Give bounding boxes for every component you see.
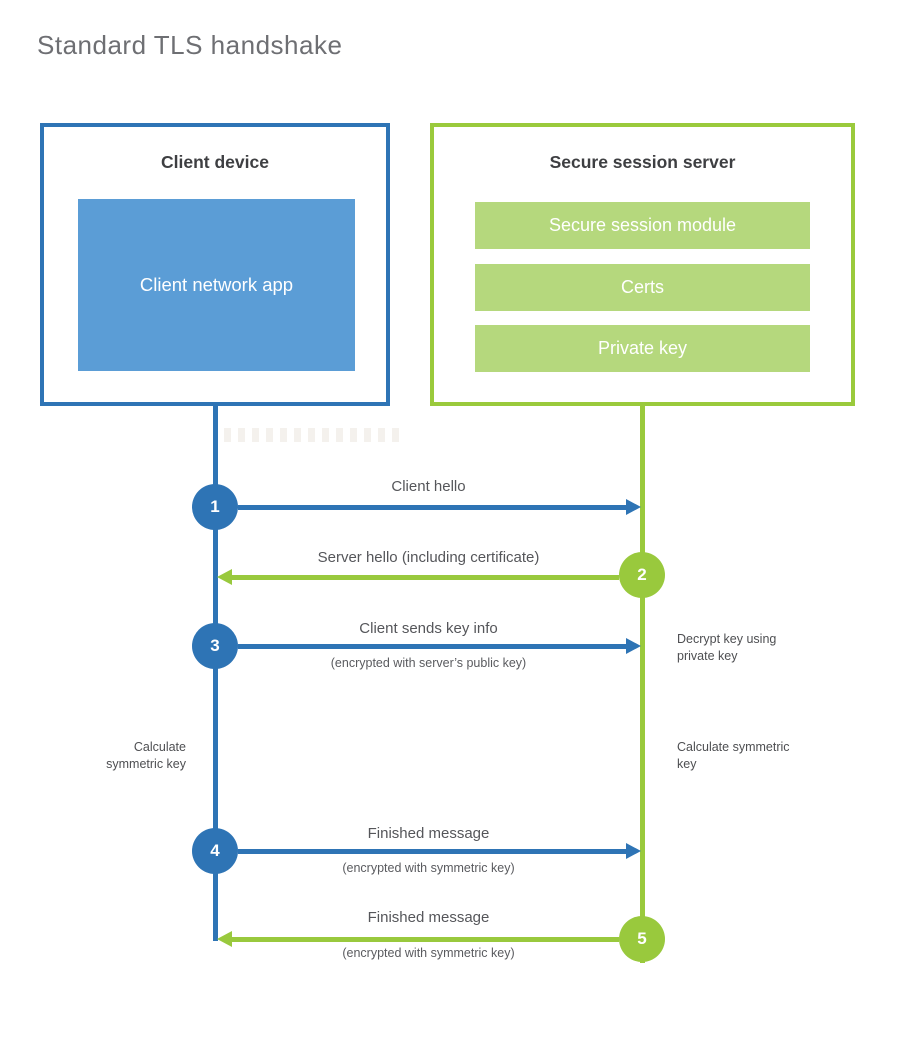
step1-label: Client hello <box>391 478 466 495</box>
step3-arrowhead-right-icon <box>626 638 641 654</box>
step1-arrowhead-right-icon <box>626 499 641 515</box>
client-device-title: Client device <box>161 152 269 172</box>
step2-label: Server hello (including certificate) <box>317 549 540 566</box>
note-decrypt-key: Decrypt key using private key <box>677 632 777 663</box>
step5-arrowhead-left-icon <box>217 931 232 947</box>
step5-arrow-line <box>230 937 619 942</box>
client-lifeline <box>213 405 218 941</box>
step2-circle: 2 <box>619 552 665 598</box>
client-network-app-label: Client network app <box>139 274 294 295</box>
step5-sublabel: (encrypted with symmetric key) <box>342 946 515 960</box>
step1-circle: 1 <box>192 484 238 530</box>
step3-circle: 3 <box>192 623 238 669</box>
note-calculate-symmetric-key-client: Calculate symmetric key <box>106 740 186 771</box>
page-title: Standard TLS handshake <box>37 30 343 60</box>
step4-arrow-line <box>238 849 628 854</box>
step5-circle: 5 <box>619 916 665 962</box>
step4-label: Finished message <box>367 825 490 842</box>
step5-label: Finished message <box>367 909 490 926</box>
step3-arrow-line <box>238 644 628 649</box>
step3-label: Client sends key info <box>359 620 498 637</box>
faint-dashes-artifact <box>224 428 404 442</box>
secure-session-server-title: Secure session server <box>549 152 736 172</box>
step4-circle: 4 <box>192 828 238 874</box>
client-device-box: Client device Client network app <box>40 123 390 406</box>
step4-arrowhead-right-icon <box>626 843 641 859</box>
server-module-secure-session: Secure session module <box>475 202 810 249</box>
server-module-private-key: Private key <box>475 325 810 372</box>
step2-arrowhead-left-icon <box>217 569 232 585</box>
step1-arrow-line <box>238 505 628 510</box>
server-module-certs: Certs <box>475 264 810 311</box>
step2-arrow-line <box>230 575 619 580</box>
note-calculate-symmetric-key-server: Calculate symmetric key <box>677 740 790 771</box>
step3-sublabel: (encrypted with server’s public key) <box>330 656 527 670</box>
server-lifeline <box>640 405 645 963</box>
client-network-app-rect: Client network app <box>78 199 355 371</box>
step4-sublabel: (encrypted with symmetric key) <box>342 861 515 875</box>
